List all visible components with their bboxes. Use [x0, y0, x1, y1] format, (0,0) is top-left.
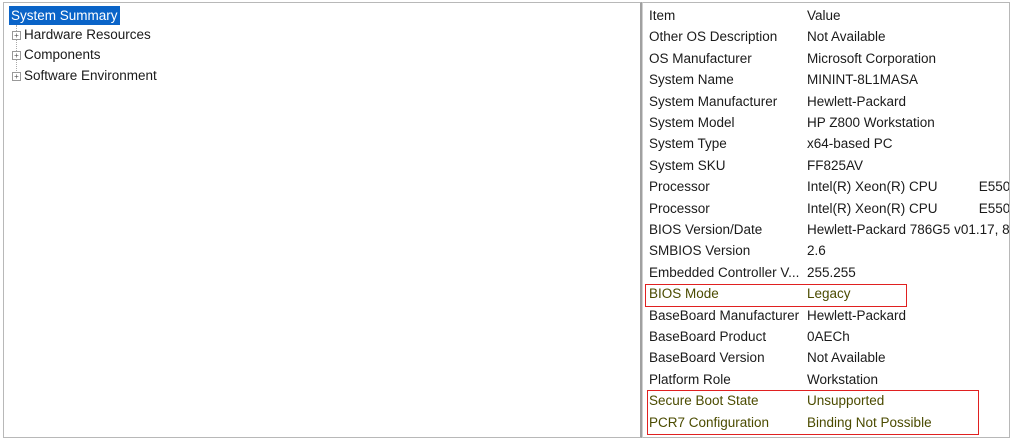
highlight-box-bios-mode [645, 284, 907, 307]
table-row[interactable]: OS Manufacturer Microsoft Corporation [649, 48, 1009, 69]
tree-item-hardware-resources[interactable]: +Hardware Resources [12, 25, 151, 45]
tree-item-label: Components [24, 47, 101, 62]
table-header: Item Value [649, 5, 1009, 26]
item-cell: System Manufacturer [649, 93, 778, 109]
value-cell: HP Z800 Workstation [807, 115, 935, 130]
value-cell: Unsupported [807, 393, 885, 409]
item-cell: Platform Role [649, 371, 731, 387]
item-cell: Embedded Controller V... [649, 264, 800, 280]
value-cell: Workstation [807, 371, 879, 387]
table-row[interactable]: Embedded Controller V... 255.255 [649, 262, 1009, 283]
tree-item-components[interactable]: +Components [12, 45, 101, 65]
item-cell: Other OS Description [649, 29, 778, 45]
table-row[interactable]: Processor Intel(R) Xeon(R) CPU E5506 [649, 198, 1010, 219]
value-cell: Legacy [807, 286, 851, 302]
item-cell: Processor [649, 179, 710, 195]
table-row[interactable]: System Type x64-based PC [649, 133, 1009, 154]
item-cell: BIOS Mode [649, 286, 719, 302]
category-tree[interactable]: System Summary +Hardware Resources +Comp… [3, 2, 642, 438]
item-cell: Processor [649, 200, 710, 216]
value-cell: MININT-8L1MASA [807, 72, 919, 88]
value-cell: Not Available [807, 350, 886, 366]
item-cell: OS Manufacturer [649, 50, 752, 66]
value-cell: x64-based PC [807, 136, 893, 152]
value-cell: Hewlett-Packard [807, 307, 907, 323]
item-cell: System Type [649, 136, 727, 152]
expand-icon[interactable]: + [12, 50, 21, 60]
expand-icon[interactable]: + [12, 30, 21, 40]
tree-item-software-environment[interactable]: +Software Environment [12, 66, 157, 86]
value-cell: 2.6 [807, 243, 826, 259]
value-cell: Intel(R) Xeon(R) CPU E5506 [807, 179, 1010, 195]
item-cell: System Model [649, 115, 735, 130]
item-cell: PCR7 Configuration [649, 414, 770, 430]
item-cell: BaseBoard Product [649, 329, 767, 344]
item-cell: Secure Boot State [649, 393, 759, 409]
tree-item-system-summary[interactable]: System Summary [9, 6, 120, 25]
table-row[interactable]: BIOS Version/Date Hewlett-Packard 786G5 v… [649, 219, 1010, 240]
column-header-value[interactable]: Value [807, 8, 841, 23]
table-row[interactable]: BaseBoard Product 0AECh [649, 326, 1009, 347]
value-cell: Binding Not Possible [807, 414, 932, 430]
table-row[interactable]: System Model HP Z800 Workstation [649, 112, 1009, 133]
item-cell: BaseBoard Version [649, 350, 765, 366]
table-row[interactable]: Other OS Description Not Available [649, 26, 1009, 47]
value-cell: FF825AV [807, 157, 864, 173]
value-cell: Hewlett-Packard 786G5 v01.17, 8/ [807, 222, 1010, 237]
table-row[interactable]: SMBIOS Version 2.6 [649, 240, 1009, 261]
value-cell: 255.255 [807, 264, 856, 280]
item-cell: SMBIOS Version [649, 243, 751, 259]
table-row[interactable]: PCR7 Configuration Binding Not Possible [649, 412, 1009, 433]
tree-item-label: Hardware Resources [24, 27, 151, 42]
table-row[interactable]: BaseBoard Manufacturer Hewlett-Packard [649, 305, 1009, 326]
highlight-box-secure-boot [647, 390, 979, 435]
value-cell: Hewlett-Packard [807, 93, 907, 109]
table-row[interactable]: Processor Intel(R) Xeon(R) CPU E5506 [649, 176, 1010, 197]
item-cell: BaseBoard Manufacturer [649, 307, 800, 323]
table-row[interactable]: Platform Role Workstation [649, 369, 1009, 390]
value-cell: Not Available [807, 29, 886, 45]
table-row[interactable]: BIOS Mode Legacy [649, 283, 1009, 304]
table-row[interactable]: System Name MININT-8L1MASA [649, 69, 1009, 90]
item-cell: System Name [649, 72, 734, 88]
item-cell: BIOS Version/Date [649, 222, 763, 237]
table-row[interactable]: System SKU FF825AV [649, 155, 1009, 176]
item-cell: System SKU [649, 157, 726, 173]
table-row[interactable]: BaseBoard Version Not Available [649, 347, 1009, 368]
expand-icon[interactable]: + [12, 71, 21, 81]
value-cell: Intel(R) Xeon(R) CPU E5506 [807, 200, 1010, 216]
value-cell: 0AECh [807, 329, 850, 344]
table-row[interactable]: Secure Boot State Unsupported [649, 390, 1009, 411]
value-cell: Microsoft Corporation [807, 50, 937, 66]
column-header-item[interactable]: Item [649, 8, 676, 23]
tree-item-label: Software Environment [24, 68, 157, 83]
table-row[interactable]: System Manufacturer Hewlett-Packard [649, 91, 1009, 112]
